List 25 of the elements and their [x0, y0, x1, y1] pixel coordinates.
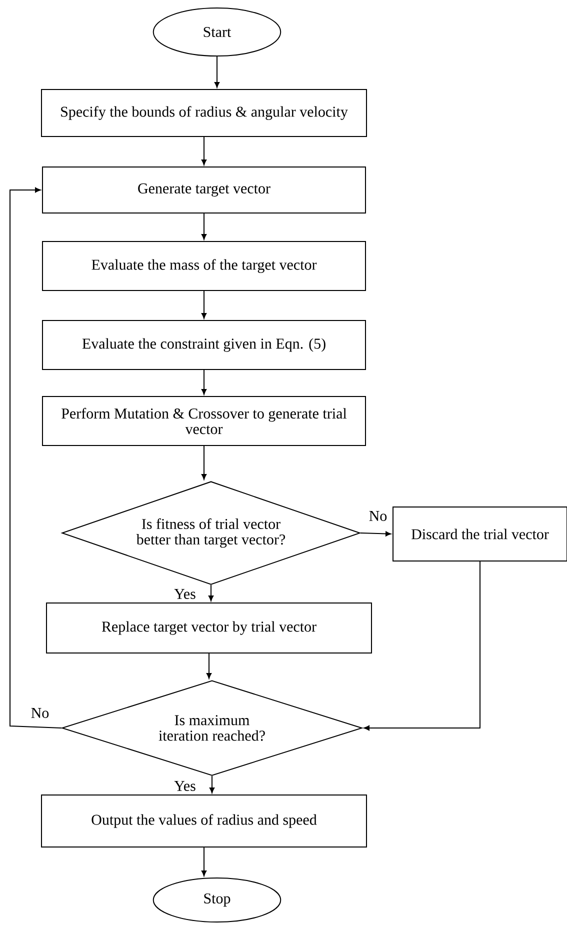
- process-box: Specify the bounds of radius & angular velocity: [41, 89, 367, 137]
- arrow: [201, 136, 207, 166]
- arrow: [10, 187, 62, 728]
- edge-label: No: [368, 510, 388, 522]
- arrow: [201, 290, 207, 319]
- process-box: Replace target vector by trial vector: [46, 602, 372, 654]
- process-box: Evaluate the mass of the target vector: [42, 241, 366, 291]
- arrow: [201, 370, 207, 395]
- process-box: Generate target vector: [42, 166, 366, 214]
- arrow: [201, 847, 207, 876]
- arrow: [214, 56, 220, 88]
- edge-label: No: [30, 707, 50, 719]
- process-box: Output the values of radius and speed: [41, 794, 367, 848]
- arrow: [201, 446, 207, 480]
- process-box: Perform Mutation & Crossover to generate trial vector: [42, 396, 366, 446]
- edge-label: Yes: [173, 588, 197, 600]
- arrow: [360, 531, 392, 536]
- arrow: [208, 584, 214, 602]
- arrow: [206, 653, 212, 679]
- arrow: [209, 776, 215, 794]
- edge-label: Yes: [173, 780, 197, 792]
- arrow: [364, 561, 480, 731]
- arrow: [201, 213, 207, 240]
- process-box: Discard the trial vector: [392, 506, 567, 562]
- process-box: Evaluate the constraint given in Eqn. (5): [42, 320, 366, 370]
